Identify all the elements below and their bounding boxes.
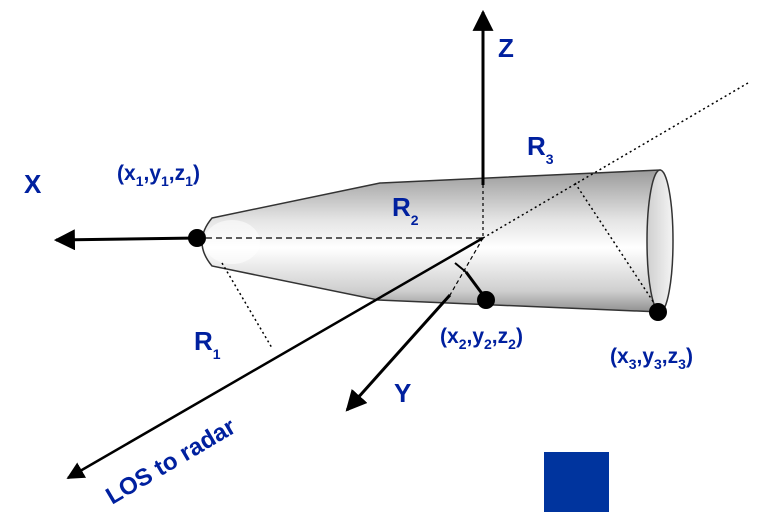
y-axis-label: Y — [394, 378, 411, 408]
r3-label: R3 — [527, 131, 554, 167]
r3-base: R — [527, 131, 546, 161]
point-1-label: (x1,y1,z1) — [117, 162, 200, 189]
nose-highlight — [204, 220, 260, 264]
point-1-marker — [188, 229, 206, 247]
los-label: LOS to radar — [101, 413, 240, 510]
los-line — [66, 236, 484, 480]
corner-square-marker — [544, 452, 609, 512]
r2-subscript: 2 — [411, 212, 419, 228]
x-axis — [53, 229, 199, 251]
point-2-marker — [477, 291, 495, 309]
y-axis-hidden — [449, 237, 484, 296]
r3-subscript: 3 — [546, 151, 554, 167]
r1-base: R — [194, 326, 213, 356]
z-axis-label: Z — [498, 33, 514, 63]
right-angle-tick — [454, 262, 467, 273]
r1-perpendicular — [221, 262, 273, 349]
point-3-label: (x3,y3,z3) — [610, 345, 693, 372]
r1-subscript: 1 — [213, 346, 221, 362]
r2-label: R2 — [392, 192, 419, 228]
r3-perpendicular — [574, 182, 661, 313]
x-axis-label: X — [24, 169, 42, 199]
point-2-label: (x2,y2,z2) — [440, 325, 523, 352]
y-axis — [345, 293, 452, 412]
point-3-marker — [649, 303, 667, 321]
r1-label: R1 — [194, 326, 221, 362]
los-extension — [482, 82, 749, 239]
cone-base — [646, 169, 674, 313]
cone-body — [201, 169, 661, 313]
r2-base: R — [392, 192, 411, 222]
